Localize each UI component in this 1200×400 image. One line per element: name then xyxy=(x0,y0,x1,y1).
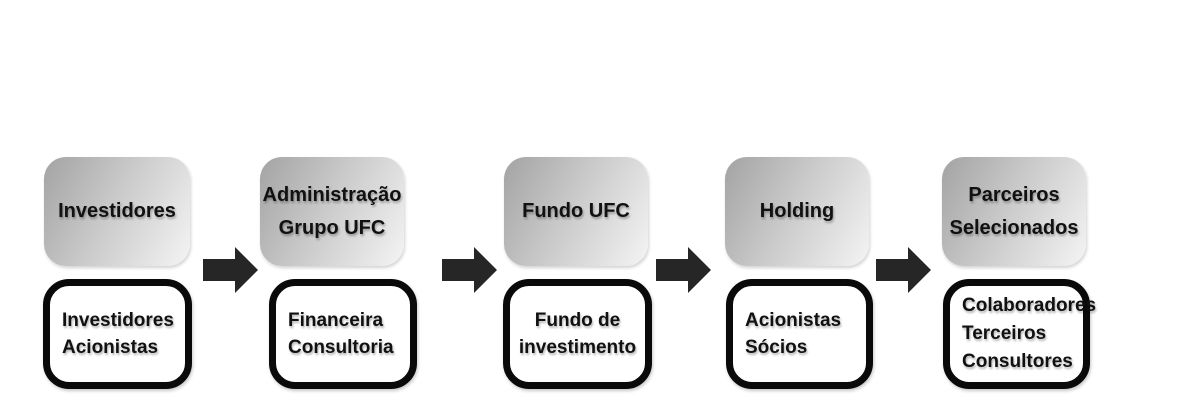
stage-bottom-box-investidores: Investidores Acionistas xyxy=(43,279,192,389)
flow-arrow-icon xyxy=(876,247,931,293)
arrow-shape xyxy=(442,247,497,293)
stage-bottom-box-parceiros: Colaboradores Terceiros Consultores xyxy=(943,279,1096,389)
stage-bottom-box-administracao: Financeira Consultoria xyxy=(269,279,417,389)
stage-top-box-parceiros: Parceiros Selecionados xyxy=(942,157,1086,266)
stage-bottom-box-holding: Acionistas Sócios xyxy=(726,279,873,389)
stage-top-box-investidores: Investidores xyxy=(44,157,190,266)
arrow-shape xyxy=(203,247,258,293)
flow-arrow-icon xyxy=(203,247,258,293)
stage-bottom-box-fundo-ufc: Fundo de investimento xyxy=(503,279,652,389)
flow-arrow-icon xyxy=(656,247,711,293)
arrow-shape xyxy=(876,247,931,293)
stage-top-box-holding: Holding xyxy=(725,157,869,266)
flow-arrow-icon xyxy=(442,247,497,293)
stage-top-box-administracao: Administração Grupo UFC xyxy=(260,157,404,266)
arrow-shape xyxy=(656,247,711,293)
stage-top-box-fundo-ufc: Fundo UFC xyxy=(504,157,648,266)
